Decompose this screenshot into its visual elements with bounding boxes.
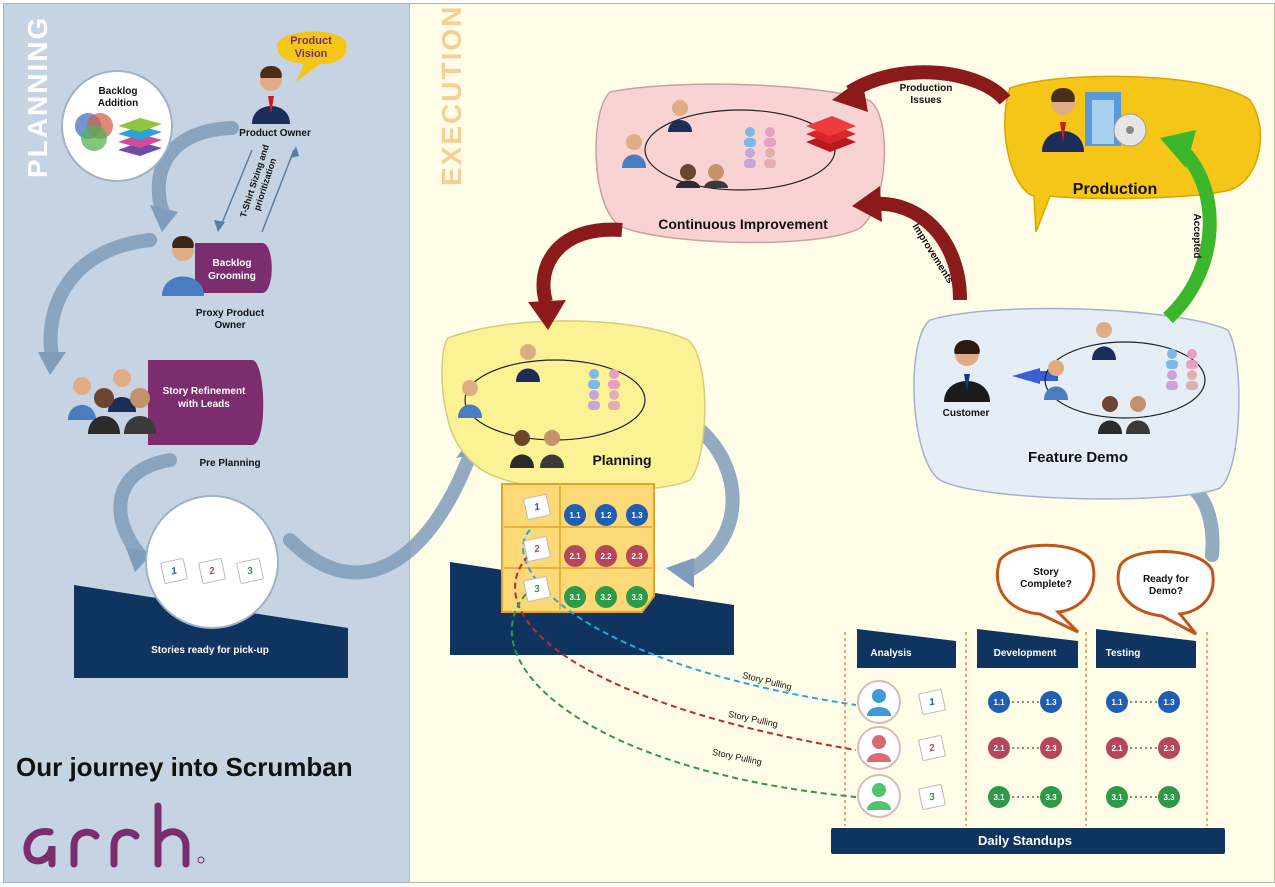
production-label: Production (1072, 181, 1158, 198)
testing-header (1096, 629, 1196, 668)
accepted-label: Accepted (1191, 213, 1202, 259)
planning-blob (441, 320, 706, 492)
story-refinement-label: Story Refinement with Leads (162, 386, 246, 410)
stories-ready-label: Stories ready for pick-up (151, 645, 269, 656)
grid-dot-3-1: 3.1 (564, 586, 586, 608)
grid-dot-2-1: 2.1 (564, 545, 586, 567)
test-dot-2-end: 2.3 (1158, 737, 1180, 759)
story-refinement-pill (148, 360, 264, 445)
test-dot-3-start: 3.1 (1106, 786, 1128, 808)
page-title: Our journey into Scrumban (16, 752, 353, 782)
ready-for-demo-label: Ready for Demo? (1142, 574, 1190, 597)
dev-dot-2-end: 2.3 (1040, 737, 1062, 759)
test-dot-2-start: 2.1 (1106, 737, 1128, 759)
daily-standups-bar (831, 828, 1225, 854)
grid-dot-2-3: 2.3 (626, 545, 648, 567)
production-blob (1004, 75, 1262, 233)
product-vision-bubble (277, 31, 347, 82)
grid-dot-1-3: 1.3 (626, 504, 648, 526)
product-owner-label: Product Owner (239, 128, 311, 139)
feature-demo-label: Feature Demo (1027, 449, 1129, 466)
planning-blob-label: Planning (592, 452, 652, 468)
daily-standups-label: Daily Standups (978, 833, 1072, 848)
story-complete-label: Story Complete? (1020, 567, 1072, 590)
grid-dot-2-2: 2.2 (595, 545, 617, 567)
dev-dot-3-end: 3.3 (1040, 786, 1062, 808)
arrk-logo (23, 802, 190, 868)
testing-column-header: Testing (1105, 648, 1141, 659)
analysis-column-header: Analysis (870, 648, 912, 659)
story-complete-bubble (995, 543, 1096, 634)
development-header (977, 629, 1078, 668)
continuous-improvement-label: Continuous Improvement (658, 216, 828, 232)
product-vision-label: Product Vision (290, 35, 332, 61)
analysis-header (857, 629, 956, 668)
backlog-grooming-pill (195, 243, 272, 293)
test-dot-3-end: 3.3 (1158, 786, 1180, 808)
feature-demo-blob (913, 307, 1240, 500)
test-dot-1-end: 1.3 (1158, 691, 1180, 713)
customer-label: Customer (942, 408, 990, 419)
dev-dot-1-start: 1.1 (988, 691, 1010, 713)
stories-ready-ramp (74, 585, 348, 678)
backlog-addition-label: Backlog Addition (97, 86, 139, 109)
dev-dot-3-start: 3.1 (988, 786, 1010, 808)
dev-dot-1-end: 1.3 (1040, 691, 1062, 713)
grid-dot-3-3: 3.3 (626, 586, 648, 608)
development-column-header: Development (993, 648, 1057, 659)
grid-dot-1-2: 1.2 (595, 504, 617, 526)
grid-dot-1-1: 1.1 (564, 504, 586, 526)
backlog-grooming-label: Backlog Grooming (208, 258, 256, 282)
proxy-product-owner-label: Proxy Product Owner (195, 308, 265, 331)
to-customer-arrow (1012, 368, 1040, 384)
ready-for-demo-bubble (1116, 550, 1215, 636)
pre-planning-label: Pre Planning (199, 458, 261, 469)
dev-dot-2-start: 2.1 (988, 737, 1010, 759)
grid-dot-3-2: 3.2 (595, 586, 617, 608)
production-issues-label: Production Issues (899, 83, 953, 106)
test-dot-1-start: 1.1 (1106, 691, 1128, 713)
